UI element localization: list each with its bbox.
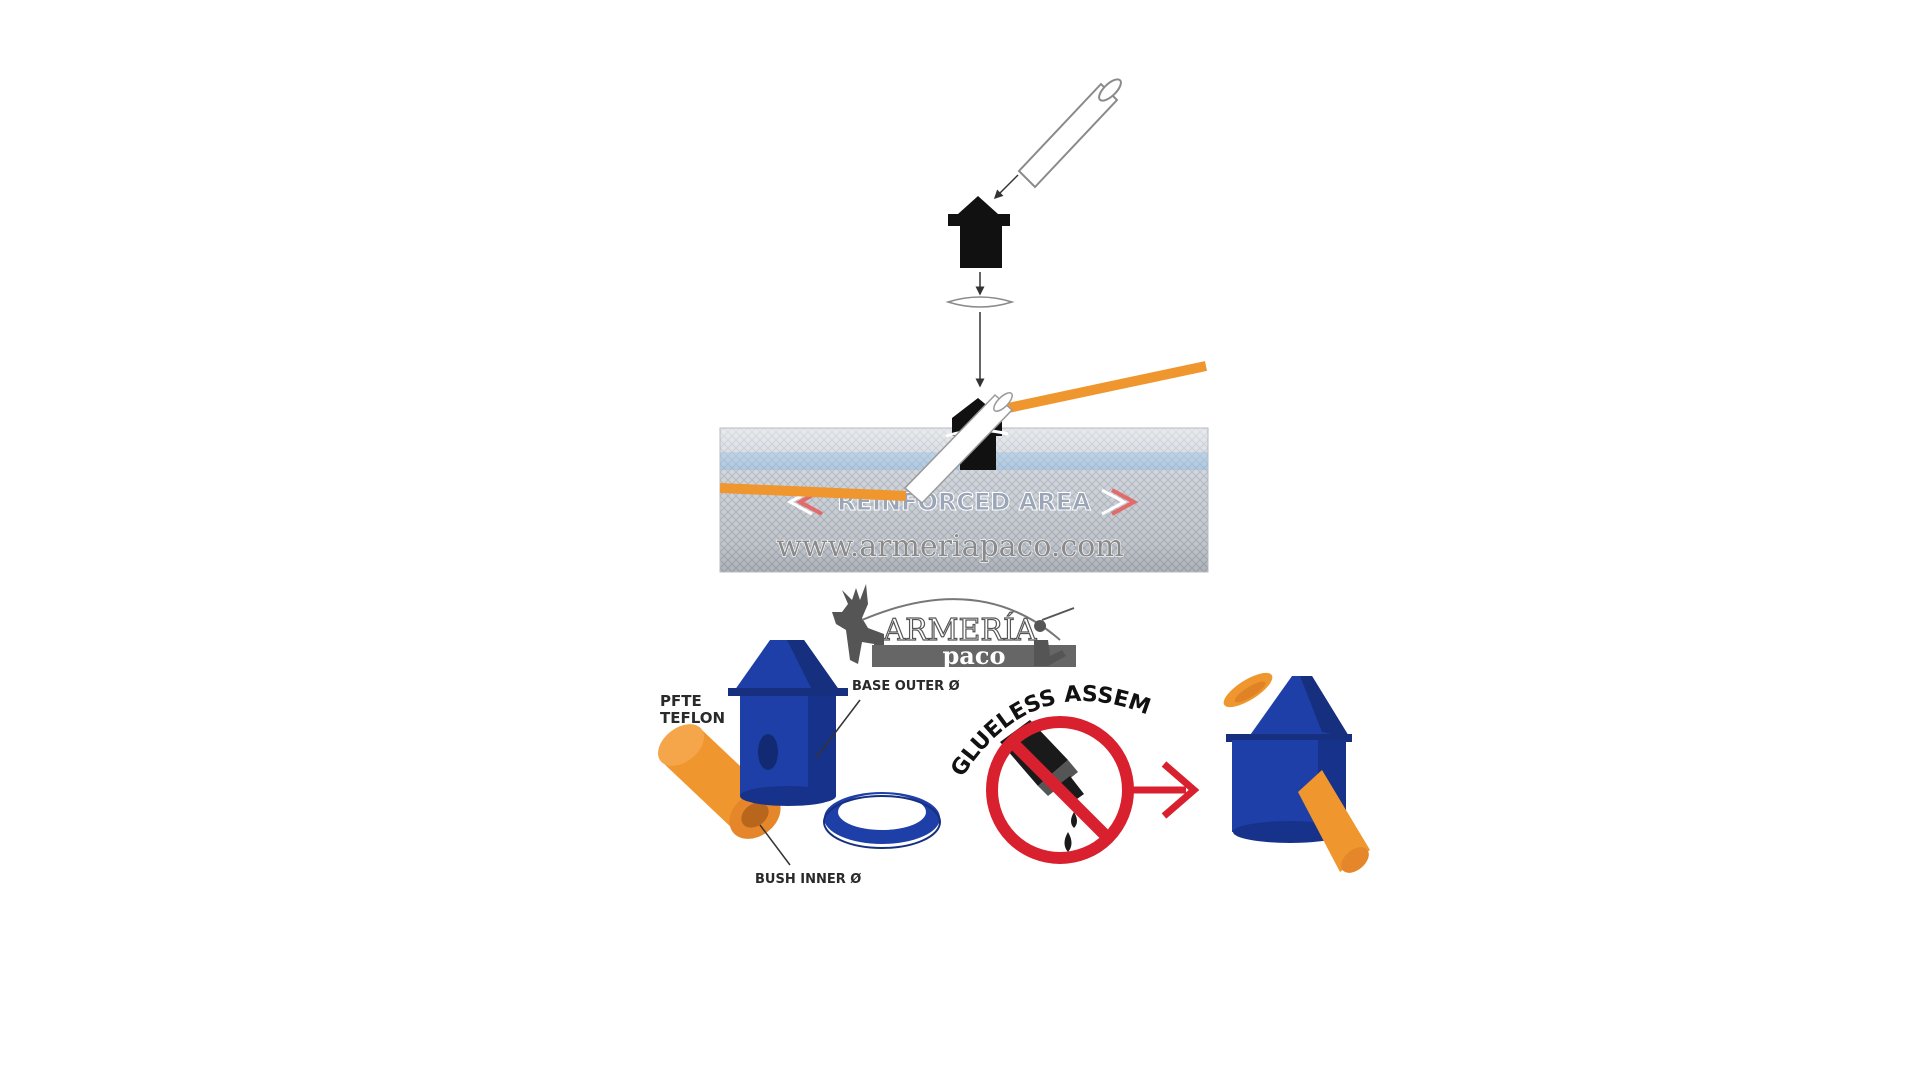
oring-outline bbox=[948, 297, 1012, 307]
blue-guide-icon bbox=[728, 640, 848, 806]
assembled-guide-icon bbox=[1219, 667, 1374, 878]
line-upper bbox=[1008, 366, 1206, 408]
label-bush-inner: BUSH INNER Ø bbox=[755, 872, 861, 887]
watermark-url: www.armeriapaco.com bbox=[776, 529, 1124, 564]
arrow-right-icon bbox=[1128, 764, 1194, 816]
bush-leader-line bbox=[760, 825, 790, 865]
guide-body-icon bbox=[948, 196, 1010, 268]
label-base-outer: BASE OUTER Ø bbox=[852, 679, 960, 694]
svg-text:PFTE: PFTE bbox=[660, 692, 702, 710]
label-pfte-teflon: PFTE TEFLON bbox=[660, 692, 725, 727]
logo-bottom-text: paco bbox=[943, 641, 1006, 670]
armeria-paco-logo: ARMERÍA paco bbox=[832, 584, 1076, 670]
teflon-bush-outline bbox=[1019, 76, 1124, 187]
blue-ring-icon bbox=[824, 792, 940, 848]
insert-arrow bbox=[995, 175, 1018, 198]
